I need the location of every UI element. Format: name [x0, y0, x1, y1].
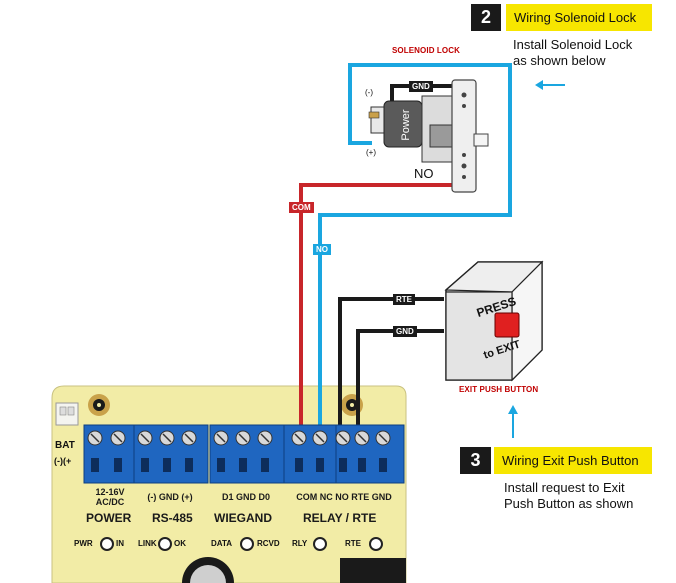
terminal-screw-slot	[140, 433, 150, 443]
terminal-relay-a	[283, 424, 337, 484]
terminal-wire-entry	[185, 458, 193, 472]
terminal-screw-slot	[216, 433, 226, 443]
bat-label: BAT	[55, 440, 75, 451]
step-3-desc-line2: Push Button as shown	[504, 496, 634, 511]
solenoid-power-label: Power	[400, 109, 412, 141]
terminal-screw-slot	[238, 433, 248, 443]
led-rte	[369, 537, 383, 551]
no-wire-tag: NO	[313, 244, 331, 255]
com-wire	[299, 183, 472, 436]
section-power-label: POWER	[86, 511, 132, 525]
led-rcvd-label: RCVD	[257, 539, 280, 548]
exit-push-button-caption: EXIT PUSH BUTTON	[459, 385, 539, 394]
section-rs485-label: RS-485	[152, 511, 193, 525]
solenoid-no-label: NO	[414, 166, 434, 181]
step-2-desc-line1: Install Solenoid Lock	[513, 37, 633, 52]
terminal-wiegand	[209, 424, 285, 484]
terminal-wire-entry	[339, 458, 347, 472]
terminal-power	[83, 424, 135, 484]
battery-connector	[55, 402, 79, 426]
section-wiegand-label: WIEGAND	[214, 511, 272, 525]
rs485-pins: (-) GND (+)	[147, 492, 193, 502]
led-rly-label: RLY	[292, 539, 308, 548]
terminal-body	[283, 424, 337, 484]
terminal-screw-slot	[90, 433, 100, 443]
power-voltage-line1: 12-16V	[95, 487, 125, 497]
step-2-desc-line2: as shown below	[513, 53, 606, 68]
wiegand-pins: D1 GND D0	[221, 492, 270, 502]
led-pwr-label: PWR	[74, 539, 93, 548]
step-2-number: 2	[471, 4, 501, 31]
terminal-screw-slot	[260, 433, 270, 443]
step-3-description: Install request to Exit Push Button as s…	[504, 480, 633, 512]
step-2-title: Wiring Solenoid Lock	[506, 4, 652, 31]
power-voltage-label: 12-16V AC/DC	[86, 487, 134, 507]
terminal-wire-entry	[217, 458, 225, 472]
led-pwr-in	[100, 537, 114, 551]
terminal-screw-slot	[113, 433, 123, 443]
section-relay-label: RELAY / RTE	[303, 511, 377, 525]
terminal-wire-entry	[316, 458, 324, 472]
relay-pins: COM NC NO RTE GND	[296, 492, 392, 502]
terminal-wire-entry	[239, 458, 247, 472]
led-in-label: IN	[116, 539, 124, 548]
terminal-screw-slot	[338, 433, 348, 443]
terminal-wire-entry	[261, 458, 269, 472]
solenoid-lock-caption: SOLENOID LOCK	[392, 46, 460, 55]
buzzer	[182, 557, 234, 583]
terminal-screw-slot	[184, 433, 194, 443]
no-wire	[318, 63, 512, 436]
terminal-wire-entry	[91, 458, 99, 472]
power-voltage-line2: AC/DC	[95, 497, 125, 507]
terminal-screw-slot	[357, 433, 367, 443]
led-rte-label: RTE	[345, 539, 361, 548]
rte-wire-tag: RTE	[393, 294, 415, 305]
bat-polarity: (-)(+	[54, 456, 72, 466]
step-3-number: 3	[460, 447, 491, 474]
arrow-up-icon	[508, 405, 518, 438]
led-link-ok	[158, 537, 172, 551]
terminal-screw-slot	[162, 433, 172, 443]
terminal-wire-entry	[379, 458, 387, 472]
led-rly	[313, 537, 327, 551]
terminal-screw-slot	[315, 433, 325, 443]
solenoid-gnd-tag: GND	[409, 81, 433, 92]
exit-gnd-wire-tag: GND	[393, 326, 417, 337]
solenoid-plus-label: (+)	[366, 148, 376, 157]
exit-push-button	[444, 260, 544, 382]
led-ok-label: OK	[174, 539, 186, 548]
led-data-label: DATA	[211, 539, 233, 548]
terminal-wire-entry	[295, 458, 303, 472]
solenoid-power-block	[368, 100, 423, 148]
terminal-screw-slot	[294, 433, 304, 443]
arrow-left-icon	[535, 80, 565, 90]
terminal-wire-entry	[358, 458, 366, 472]
led-link-label: LINK	[138, 539, 157, 548]
terminal-wire-entry	[141, 458, 149, 472]
com-wire-tag: COM	[289, 202, 314, 213]
dc-jack	[340, 558, 406, 583]
led-data-rcvd	[240, 537, 254, 551]
step-3-desc-line1: Install request to Exit	[504, 480, 625, 495]
solenoid-body	[421, 79, 489, 193]
step-2-description: Install Solenoid Lock as shown below	[513, 37, 632, 69]
terminal-screw-slot	[378, 433, 388, 443]
terminal-relay-b	[335, 424, 405, 484]
step-3-title: Wiring Exit Push Button	[494, 447, 652, 474]
solenoid-minus-label: (-)	[365, 88, 373, 97]
terminal-rs485	[133, 424, 209, 484]
terminal-wire-entry	[114, 458, 122, 472]
mounting-hole-left	[88, 394, 110, 416]
terminal-wire-entry	[163, 458, 171, 472]
